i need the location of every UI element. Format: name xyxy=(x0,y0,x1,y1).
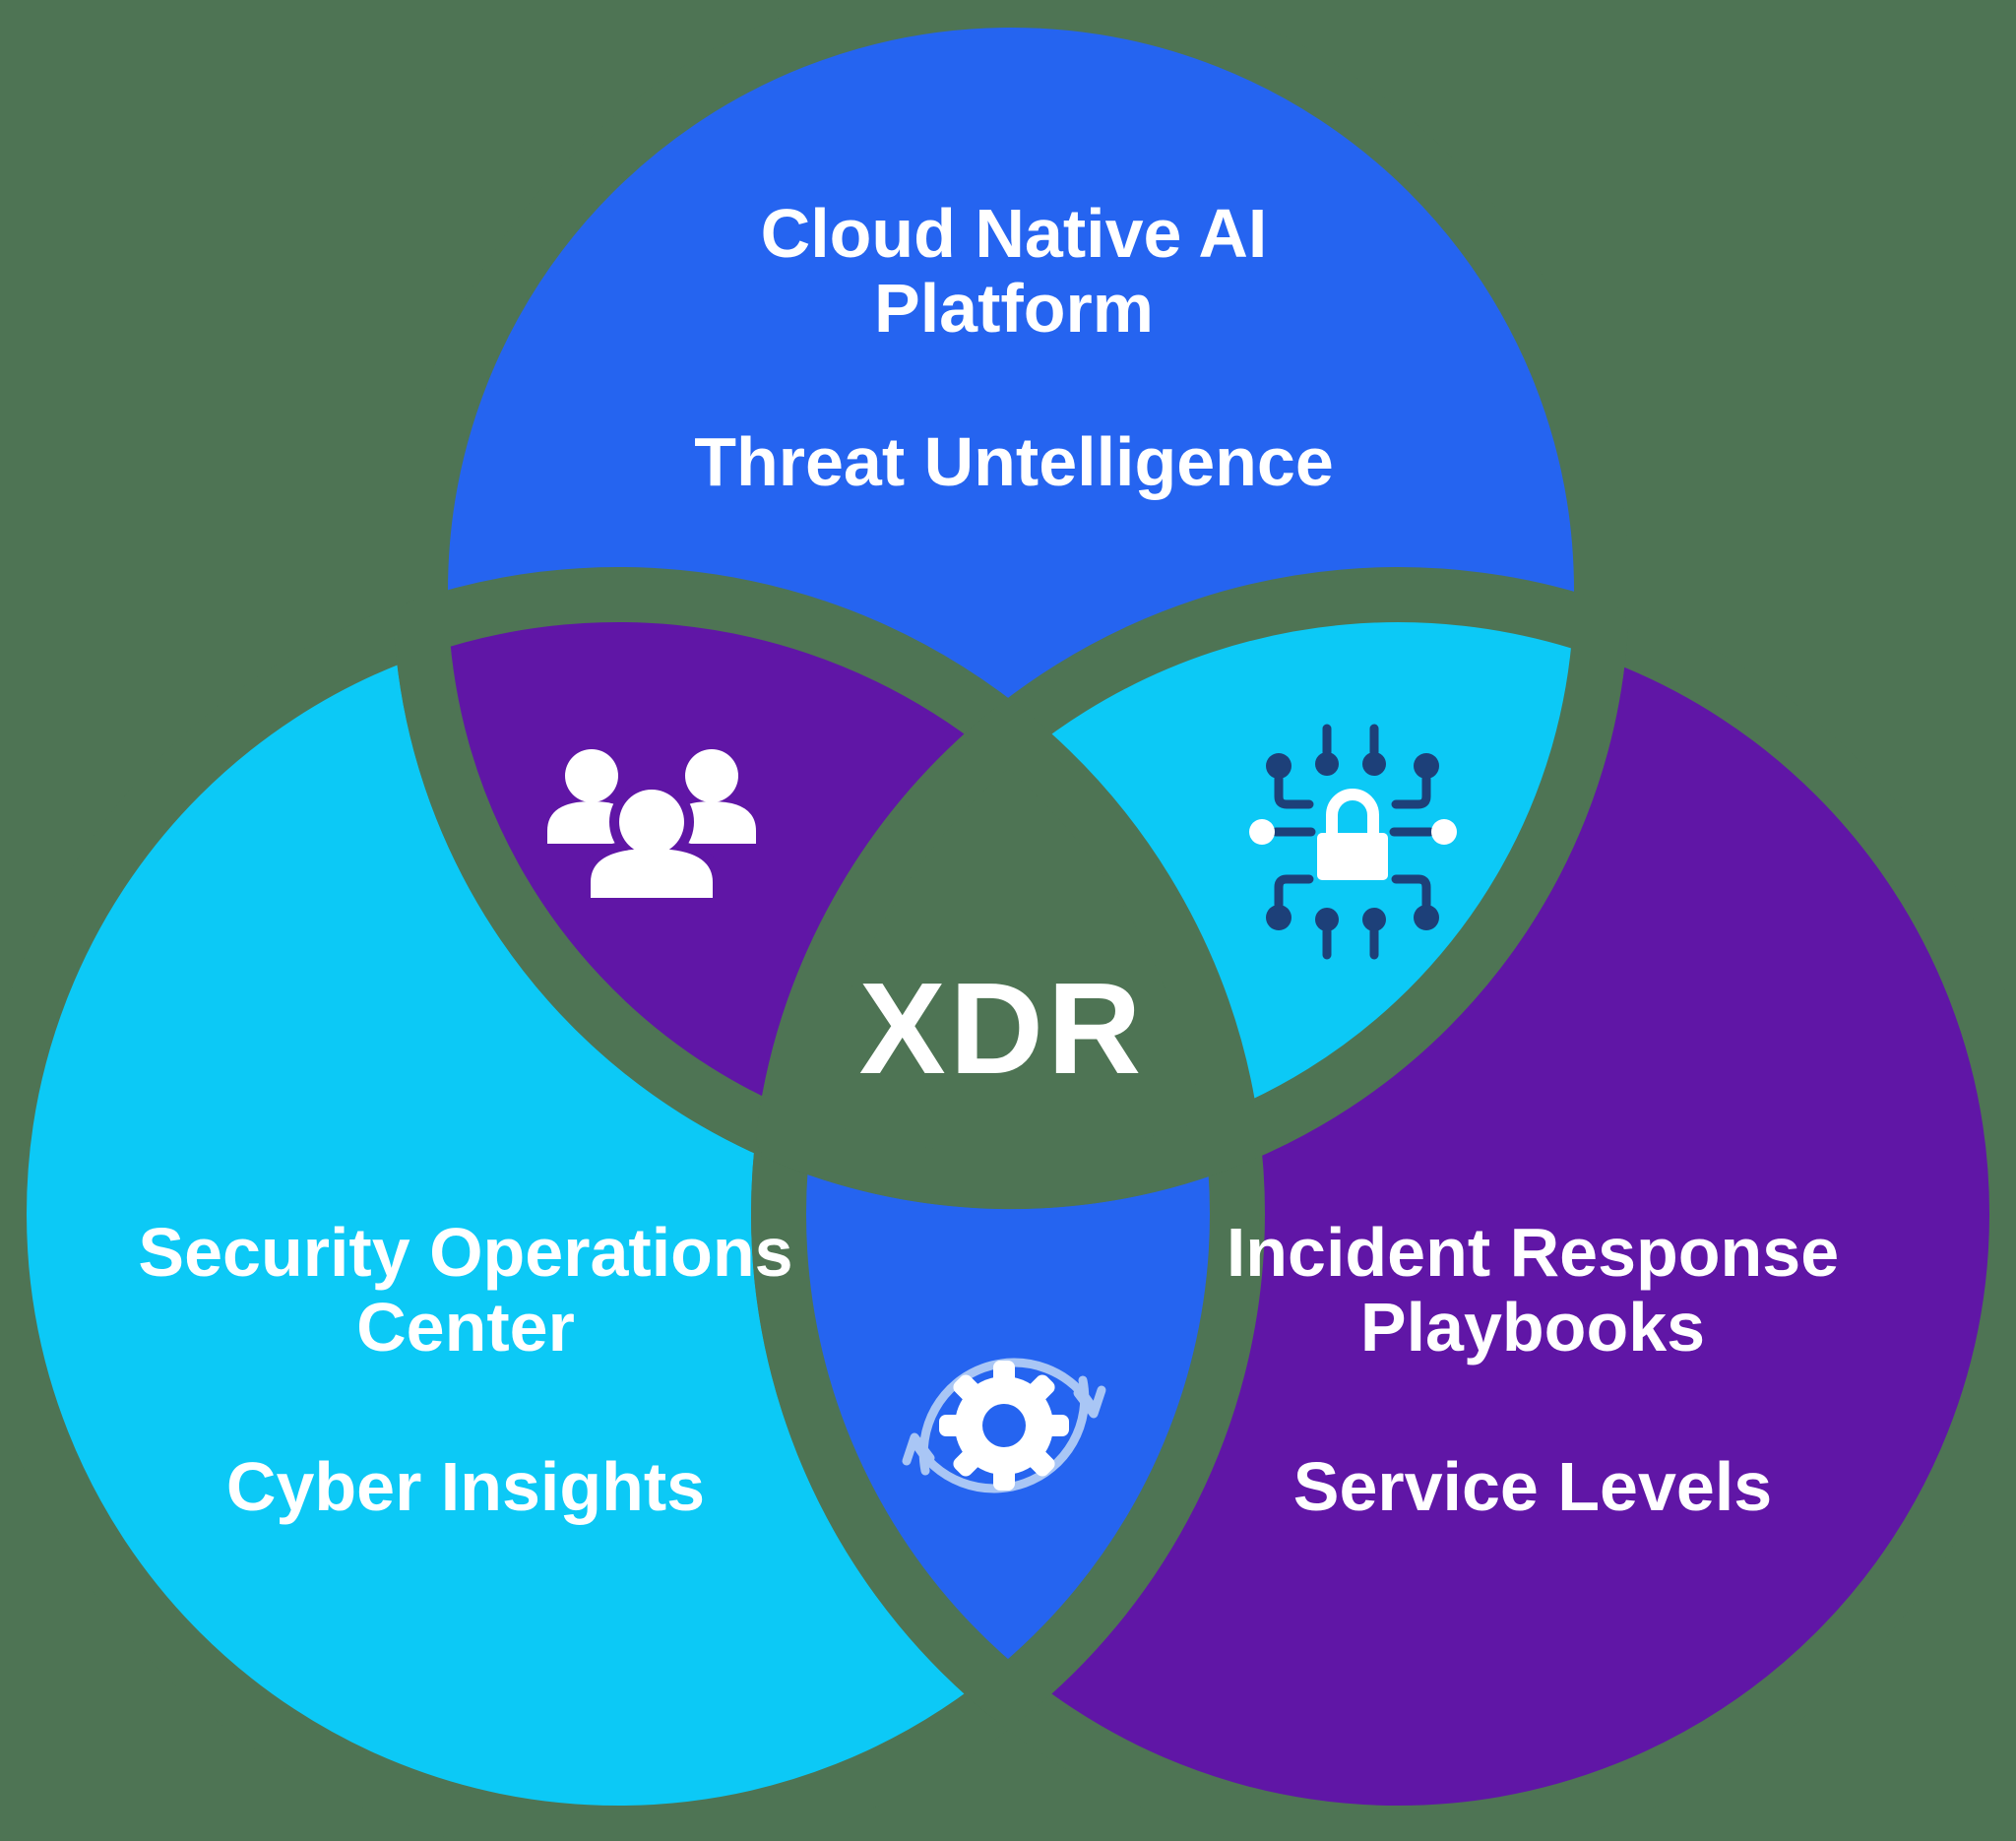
circuit-node xyxy=(1362,752,1386,776)
circuit-node-white xyxy=(1431,819,1457,845)
center-intersection xyxy=(756,705,1261,1209)
bottom-left-circle-sublabel: Cyber Insights xyxy=(225,1448,706,1525)
top-circle-label: Cloud Native AI Platform xyxy=(571,196,1457,346)
top-circle-label-line1: Cloud Native AI xyxy=(760,195,1268,272)
bottom-left-circle-label: Security Operations Center xyxy=(23,1215,909,1365)
sync-arrows xyxy=(902,1358,1106,1493)
bottom-left-circle-label-line2: Center xyxy=(356,1289,575,1365)
person-front-body xyxy=(591,849,713,898)
bottom-right-circle-label: Incident Response Playbooks xyxy=(1090,1215,1976,1365)
bottom-right-circle-label-line1: Incident Response xyxy=(1226,1214,1840,1291)
person-front-head xyxy=(619,790,684,855)
circuit-node xyxy=(1315,908,1339,931)
circuit-lock-icon xyxy=(1249,724,1457,960)
circuit-node xyxy=(1266,753,1292,779)
bottom-right-circle-sublabel: Service Levels xyxy=(1292,1448,1773,1525)
top-circle-label-line2: Platform xyxy=(874,270,1154,347)
bottom-right-circle-label-line2: Playbooks xyxy=(1359,1289,1706,1365)
lock-body xyxy=(1317,833,1388,880)
circuit-node-white xyxy=(1249,819,1275,845)
circuit-node xyxy=(1362,908,1386,931)
circuit-node xyxy=(1315,752,1339,776)
top-circle-sublabel: Threat Untelligence xyxy=(694,423,1334,500)
circuit-node xyxy=(1414,905,1439,930)
sync-gear-icon xyxy=(902,1358,1106,1493)
circuit-node xyxy=(1266,905,1292,930)
bottom-left-circle-label-line1: Security Operations xyxy=(138,1214,793,1291)
circuit-node xyxy=(1414,753,1439,779)
person-back-left-head xyxy=(565,749,618,802)
gear-hole xyxy=(982,1404,1026,1447)
center-label: XDR xyxy=(858,956,1146,1101)
lock-shackle xyxy=(1326,789,1379,835)
person-back-right-head xyxy=(685,749,738,802)
circuit-traces xyxy=(1271,724,1435,960)
people-group-icon xyxy=(547,749,756,908)
gear xyxy=(939,1361,1069,1491)
